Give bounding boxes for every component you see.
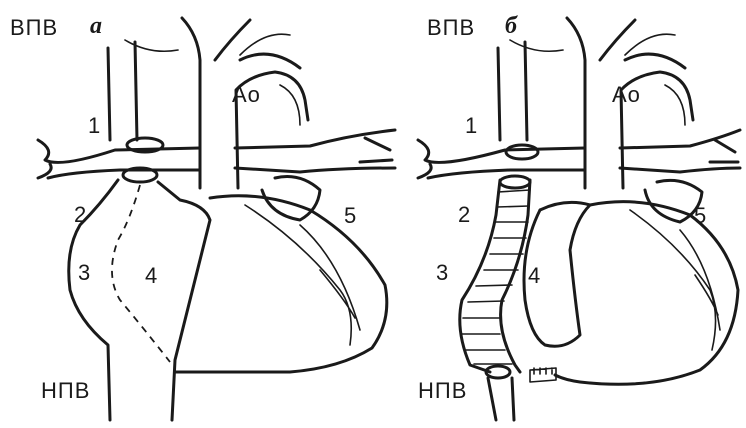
panel-b-label-4: 4 [528,265,541,287]
panel-b-ivc-vessel [488,378,514,420]
panel-a-label-3: 3 [78,262,91,284]
panel-b-label-5: 5 [694,205,707,227]
panel-a-svc-vessel [108,42,137,140]
panel-a-label-svc: ВПВ [10,17,58,39]
panel-b-label-2: 2 [458,204,471,226]
panel-b-svc-vessel [498,42,527,140]
panel-b-anastomosis-ring [506,145,538,159]
panel-b-suture-patch [530,368,556,382]
panel-a-label-4: 4 [145,265,158,287]
panel-b-label-svc: ВПВ [427,17,475,39]
panel-b-label-1: 1 [465,115,478,137]
panel-a-label-ivc: НПВ [41,380,90,402]
panel-a-dashed-tunnel [112,185,170,362]
panel-b-letter: б [505,14,517,38]
panel-a-label-aorta: Ао [232,84,261,106]
panel-a-label-1: 1 [88,115,101,137]
panel-a-label-5: 5 [344,205,357,227]
panel-b-aortic-branches [510,34,685,125]
panel-b-label-aorta: Ао [612,84,641,106]
panel-a-coronary-vessels [245,205,360,345]
panel-a-label-2: 2 [74,204,87,226]
panel-b-conduit-top-ring [500,176,530,188]
panel-a-letter: а [90,14,102,38]
panel-b-label-ivc: НПВ [418,380,467,402]
panel-a-aortic-branches [125,34,300,125]
panel-a-drawing [38,18,395,420]
panel-b-label-3: 3 [436,262,449,284]
